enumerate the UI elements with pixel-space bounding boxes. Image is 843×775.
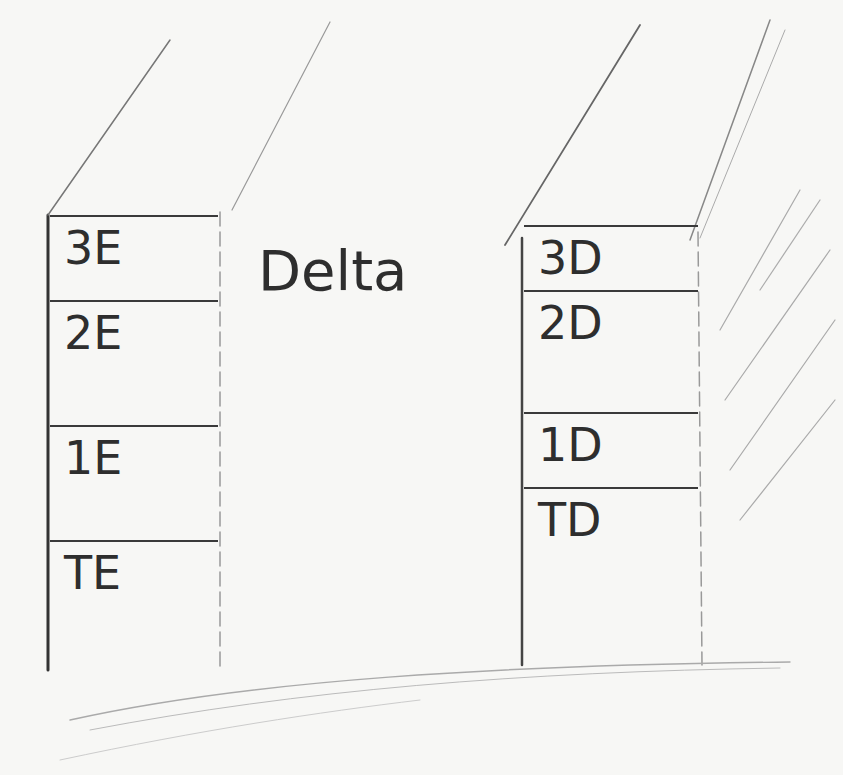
floor-box: 1D	[524, 412, 698, 487]
floor-label: 2E	[50, 302, 122, 359]
roof-line	[700, 30, 785, 238]
floor-box: 2D	[524, 290, 698, 412]
column-side	[521, 238, 524, 665]
floor-box: TE	[50, 540, 218, 668]
column-side	[698, 232, 702, 665]
column-side	[219, 212, 221, 668]
floor-box: 2E	[50, 300, 218, 425]
floor-box: 3D	[524, 225, 698, 290]
floor-box: 1E	[50, 425, 218, 540]
floor-label: 3D	[524, 227, 603, 284]
floor-box: 3E	[50, 215, 218, 300]
roof-line	[690, 20, 770, 240]
floor-box: TD	[524, 487, 698, 663]
roof-line	[48, 40, 170, 215]
floor-label: TD	[524, 489, 602, 546]
roof-line	[505, 25, 640, 245]
floor-label: 3E	[50, 217, 122, 274]
name-label: Delta	[258, 240, 407, 302]
floor-label: 1E	[50, 427, 122, 484]
ground-line	[90, 668, 780, 730]
roof-line	[232, 22, 330, 210]
floor-label: 2D	[524, 292, 603, 349]
floor-label: 1D	[524, 414, 603, 471]
hatching	[720, 190, 835, 520]
floor-label: TE	[50, 542, 121, 599]
ground-line	[60, 700, 420, 760]
